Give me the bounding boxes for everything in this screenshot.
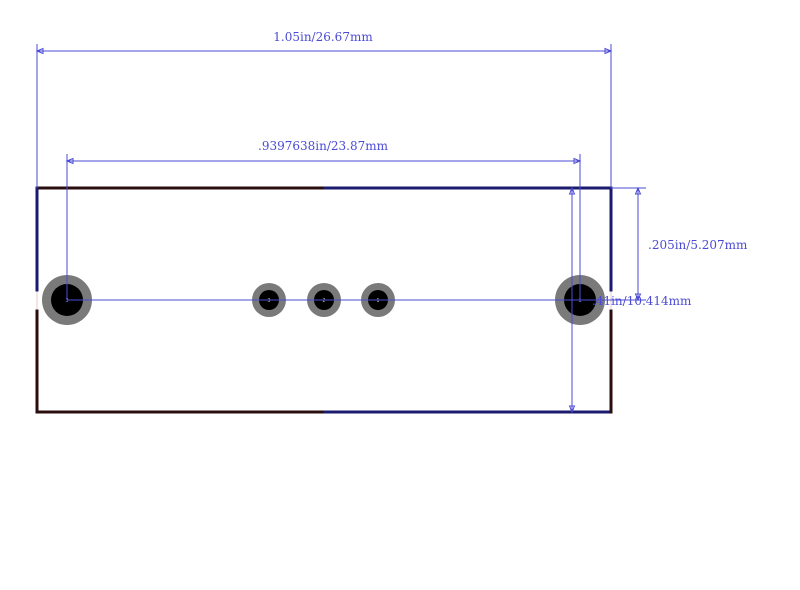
pin-label: 2 (322, 298, 325, 304)
arrow-top (568, 186, 576, 195)
arrow-bottom (568, 405, 576, 414)
dimension-lines (35, 44, 646, 414)
arrow-right (573, 157, 582, 165)
arrow-left (65, 157, 74, 165)
arrow-bottom (634, 293, 642, 302)
mount-spacing-label: .9397638in/23.87mm (258, 139, 389, 153)
overall-height-label: .41in/10.414mm (592, 294, 692, 308)
arrow-top (634, 186, 642, 195)
arrow-right (604, 47, 613, 55)
arrow-left (35, 47, 44, 55)
pin-label: 1 (578, 298, 581, 304)
dimension-labels: 1.05in/26.67mm .9397638in/23.87mm .205in… (258, 30, 748, 308)
half-height-label: .205in/5.207mm (648, 238, 748, 252)
board-outline (35, 186, 613, 414)
overall-width-label: 1.05in/26.67mm (273, 30, 373, 44)
pin-label: 3 (267, 298, 270, 304)
pin-label: 3 (65, 298, 68, 304)
pin-label: 1 (376, 298, 379, 304)
